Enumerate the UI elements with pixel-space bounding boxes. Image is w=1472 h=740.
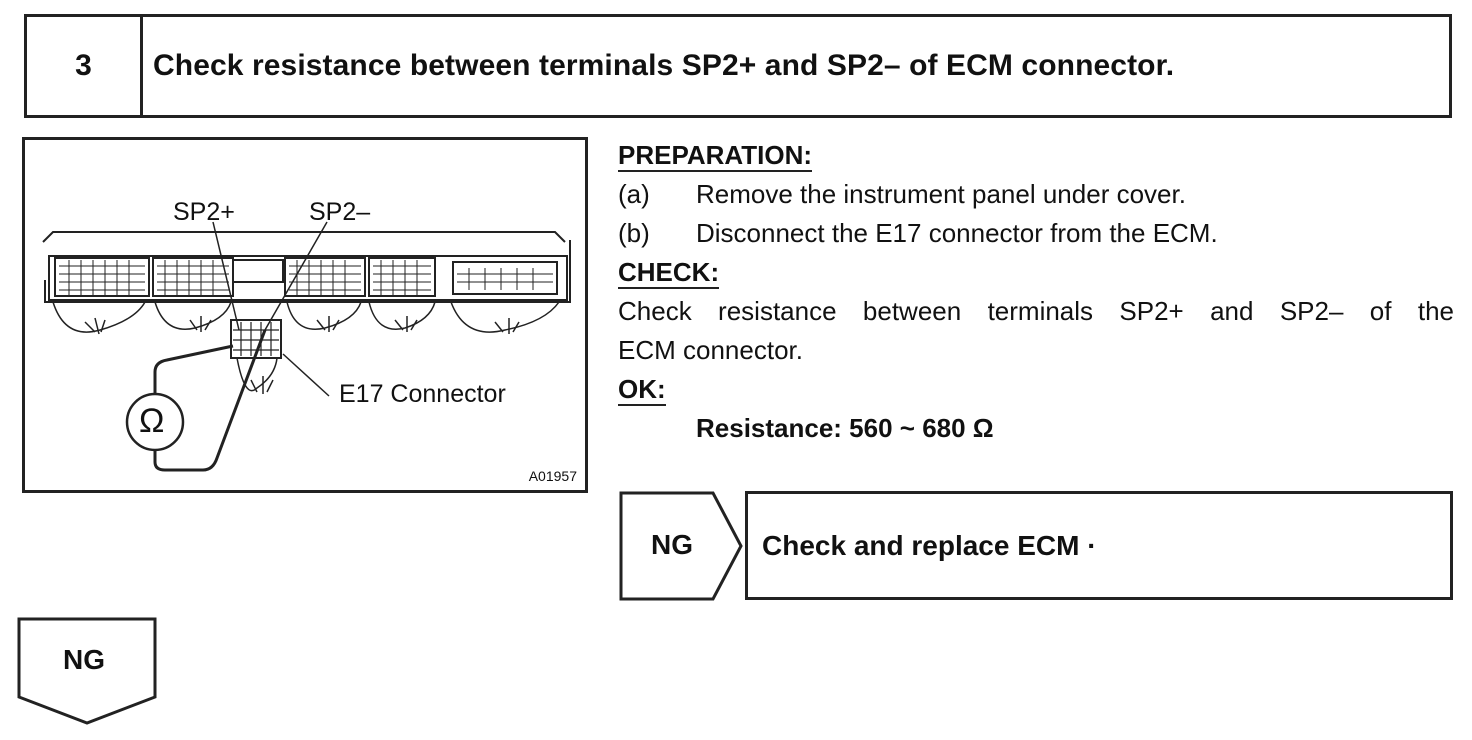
preparation-heading: PREPARATION:	[618, 140, 813, 172]
step-number: 3	[27, 17, 143, 115]
ng-flow-label: NG	[63, 644, 105, 675]
ng-result-arrow	[619, 491, 743, 601]
step-header: 3 Check resistance between terminals SP2…	[24, 14, 1452, 118]
ecm-connector-figure: SP2+ SP2– E17 Connector Ω A01957	[22, 137, 588, 493]
check-text-line2: ECM connector.	[618, 335, 803, 365]
connector-diagram	[42, 221, 571, 472]
step-title: Check resistance between terminals SP2+ …	[153, 49, 1175, 82]
check-heading: CHECK:	[618, 257, 720, 289]
ohmmeter-icon: Ω	[139, 402, 165, 440]
ng-flow-arrow	[17, 617, 157, 725]
check-text-line1: Check resistance between terminals SP2+ …	[618, 296, 1454, 326]
e17-connector-label: E17 Connector	[339, 380, 506, 408]
preparation-item: (b) Disconnect the E17 connector from th…	[618, 218, 1218, 248]
figure-code: A01957	[528, 468, 577, 484]
ng-result-label: NG	[651, 529, 693, 560]
sp2-plus-label: SP2+	[173, 198, 235, 226]
sp2-minus-label: SP2–	[309, 198, 371, 226]
ng-result-action: Check and replace ECM ·	[745, 491, 1453, 600]
instructions: PREPARATION: (a) Remove the instrument p…	[618, 136, 1454, 448]
preparation-item: (a) Remove the instrument panel under co…	[618, 179, 1186, 209]
ok-heading: OK:	[618, 374, 666, 406]
ok-result: Resistance: 560 ~ 680 Ω	[696, 413, 994, 443]
